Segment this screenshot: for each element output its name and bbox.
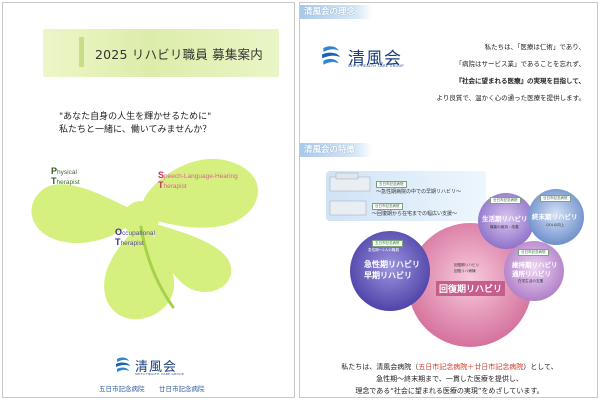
recovery-note-1: 回復期リハビリ	[454, 263, 480, 267]
logo-subtitle: SEIFU HEALTH CARE GROUP	[135, 372, 184, 376]
acute-rehab-label-2: 早期リハビリ	[364, 271, 412, 280]
title-band-accent	[79, 37, 84, 67]
terminal-note: QOLの向上	[546, 223, 565, 227]
logo-subtitle: SEIFU HEALTH CARE GROUP	[348, 64, 404, 68]
feature-page: 清風会の理念 清風会 SEIFU HEALTH CARE GROUP 私たちは、…	[299, 2, 598, 398]
philosophy-line-4: より良質で、温かく心の通った医療を提供します。	[436, 94, 585, 102]
life-tag: 廿日市記念病院	[490, 197, 521, 204]
catchphrase: "あなた自身の人生を輝かせるために" 私たちと一緒に、働いてみませんか？	[59, 111, 259, 137]
terminal-tag: 廿日市記念病院	[540, 195, 571, 202]
life-note: 機能の維持・改善	[490, 225, 519, 229]
philosophy-line-3: 『社会に望まれる医療』の実現を目指して、	[425, 73, 585, 90]
pt-rest-1: hysical	[57, 169, 77, 176]
recovery-rehab-label: 回復期リハビリ	[436, 281, 506, 296]
closing-line-1b: ）として、	[523, 363, 558, 371]
closing-line-3: 理念である“社会に望まれる医療の実現”をめざしています。	[355, 387, 544, 395]
hospital-name-itsukaichi: 五日市記念病院	[99, 385, 145, 393]
acute-rehab-label-1: 急性期リハビリ	[364, 260, 420, 269]
acute-note: 急性期～2人の職員	[368, 248, 400, 252]
seifu-logo-icon	[116, 357, 130, 372]
st-cap-1: S	[158, 170, 165, 180]
ot-cap-2: T	[115, 237, 121, 247]
clover-icon	[31, 158, 258, 320]
philosophy-text: 私たちは、「医療は仁術」であり、 「病院はサービス業」であることを忘れず、 『社…	[425, 39, 585, 107]
seifu-logo: 清風会 SEIFU HEALTH CARE GROUP	[113, 355, 203, 379]
philosophy-line-3-text: 『社会に望まれる医療』の実現を目指して、	[455, 77, 585, 85]
maint-tag: 廿日市記念病院	[518, 249, 549, 256]
maint-note: 在宅生活の支援	[518, 279, 544, 283]
life-rehab-label: 生活期リハビリ	[482, 215, 528, 223]
ot-cap-1: O	[115, 227, 123, 237]
recovery-note-2: 回復リハ病棟	[454, 269, 476, 273]
recruit-title: 2025 リハビリ職員 募集案内	[95, 47, 263, 62]
closing-line-1-highlight: 五日市記念病院＋廿日市記念病院	[418, 363, 524, 371]
facility-desc-hatsukaichi: ～回復期から在宅までの幅広い支援～	[372, 211, 458, 217]
philosophy-line-1: 私たちは、「医療は仁術」であり、	[484, 43, 585, 51]
acute-tag: 五日市記念病院	[372, 240, 403, 247]
job-occupational-therapist: Occupational Therapist	[115, 228, 155, 248]
pt-rest-2: herapist	[56, 179, 80, 186]
maint-rehab-label-2: 通所リハビリ	[512, 270, 551, 278]
terminal-rehab-label: 終末期リハビリ	[532, 213, 578, 221]
maint-rehab-label-1: 維持期リハビリ	[512, 261, 558, 269]
section-heading-philosophy: 清風会の理念	[300, 5, 372, 19]
pt-cap-2: T	[51, 176, 57, 186]
closing-line-1: 私たちは、清風会病院（五日市記念病院＋廿日市記念病院）として、	[300, 362, 597, 372]
facility-tag-itsukaichi: 五日市記念病院	[376, 181, 407, 188]
ot-rest-2: herapist	[120, 240, 144, 247]
st-rest-1: peech-Language-Hearing	[164, 173, 238, 180]
catch-line-2: 私たちと一緒に、働いてみませんか？	[59, 125, 212, 135]
facility-tag-hatsukaichi: 廿日市記念病院	[372, 203, 403, 210]
closing-line-2: 急性期～終末期まで、一貫した医療を提供し、	[376, 375, 523, 383]
st-rest-2: herapist	[163, 183, 187, 190]
hospital-building-icon	[329, 172, 371, 216]
cover-page: 2025 リハビリ職員 募集案内 "あなた自身の人生を輝かせるために" 私たちと…	[2, 2, 295, 398]
seifu-logo-large: 清風会 SEIFU HEALTH CARE GROUP	[318, 43, 428, 73]
title-band: 2025 リハビリ職員 募集案内	[43, 29, 279, 77]
hospital-name-hatsukaichi: 廿日市記念病院	[159, 385, 205, 393]
logo-name: 清風会	[135, 360, 178, 375]
job-physical-therapist: Physical Therapist	[51, 167, 80, 187]
closing-line-1a: 私たちは、清風会病院（	[341, 363, 419, 371]
seifu-logo-icon	[322, 46, 340, 65]
job-speech-therapist: Speech-Language-Hearing Therapist	[158, 171, 238, 191]
logo-name: 清風会	[348, 49, 402, 69]
section-heading-features: 清風会の特徴	[300, 143, 372, 157]
catch-line-1: "あなた自身の人生を輝かせるために"	[59, 112, 212, 122]
facility-desc-itsukaichi: ～急性期病院の中での早期リハビリ～	[376, 189, 462, 195]
st-cap-2: T	[158, 180, 164, 190]
rehab-diagram: 五日市記念病院 ～急性期病院の中での早期リハビリ～ 廿日市記念病院 ～回復期から…	[306, 165, 596, 355]
ot-rest-1: ccupational	[122, 230, 155, 237]
philosophy-line-2: 「病院はサービス業」であることを忘れず、	[455, 60, 585, 68]
pt-cap-1: P	[51, 166, 58, 176]
